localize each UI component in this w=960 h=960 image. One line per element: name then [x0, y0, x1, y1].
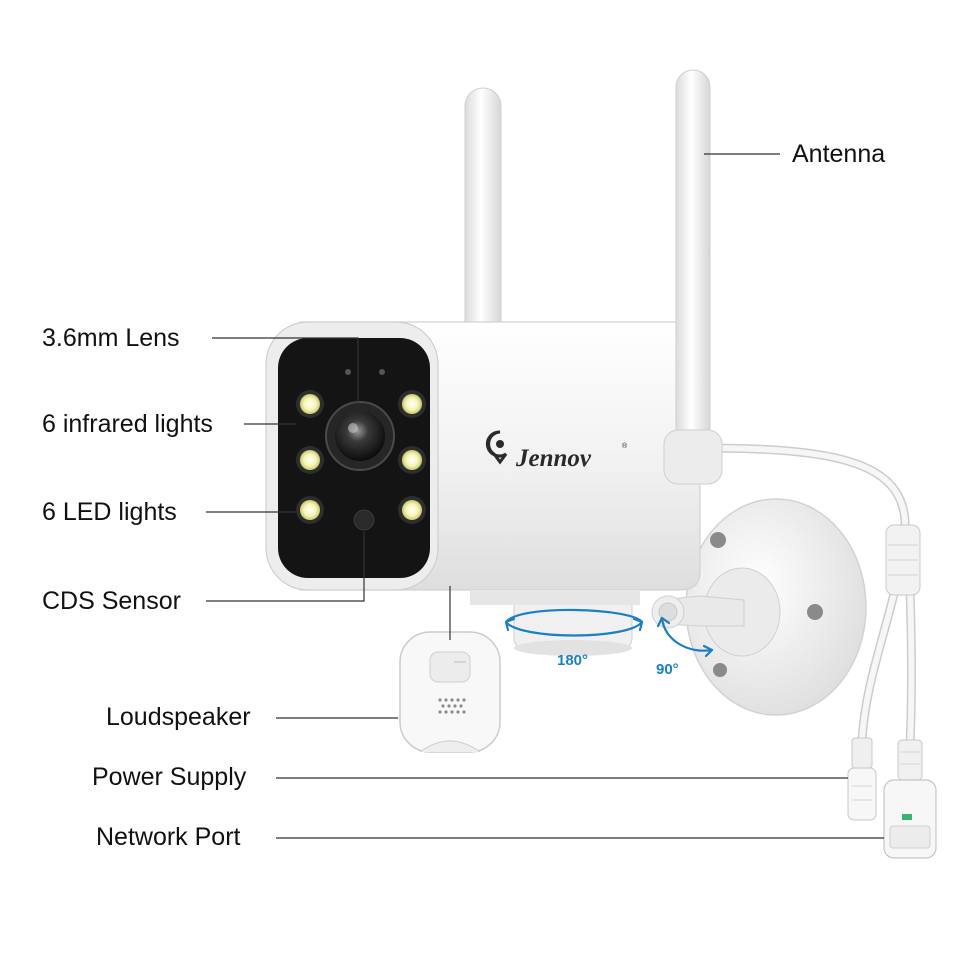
brand-logo-icon [485, 430, 508, 465]
tilt-rotation-arrow [656, 616, 714, 658]
label-infrared-lights: 6 infrared lights [42, 410, 213, 438]
antenna-right [663, 69, 723, 485]
led-light [398, 496, 426, 524]
cable-splitter [885, 524, 921, 596]
label-cds-sensor: CDS Sensor [42, 587, 181, 615]
antenna-left [464, 87, 502, 351]
brand-mark: ® [622, 442, 628, 450]
label-antenna: Antenna [792, 140, 886, 168]
led-light [296, 496, 324, 524]
cds-sensor [353, 509, 375, 531]
leader-cds [206, 532, 365, 602]
speaker-grille-icon [438, 698, 466, 714]
power-connector [847, 737, 877, 821]
led-light [398, 446, 426, 474]
mount-arm [651, 595, 745, 629]
led-light [296, 446, 324, 474]
leader-lines [206, 153, 884, 839]
network-connector [883, 739, 937, 859]
label-lens: 3.6mm Lens [42, 324, 180, 352]
label-power-supply: Power Supply [92, 763, 247, 791]
pan-rotation-arrow [504, 608, 644, 637]
led-light [296, 390, 324, 418]
led-lights [296, 390, 426, 524]
power-network-cable [695, 443, 916, 750]
leader-lens [212, 337, 359, 404]
label-network-port: Network Port [96, 823, 241, 851]
label-led-lights: 6 LED lights [42, 498, 177, 526]
loudspeaker-inset [399, 631, 501, 753]
brand-name: Jennov [515, 445, 592, 472]
pan-angle-label: 180° [557, 652, 588, 669]
tilt-angle-label: 90° [656, 661, 679, 678]
lens [325, 401, 395, 471]
label-loudspeaker: Loudspeaker [106, 703, 251, 731]
led-light [398, 390, 426, 418]
